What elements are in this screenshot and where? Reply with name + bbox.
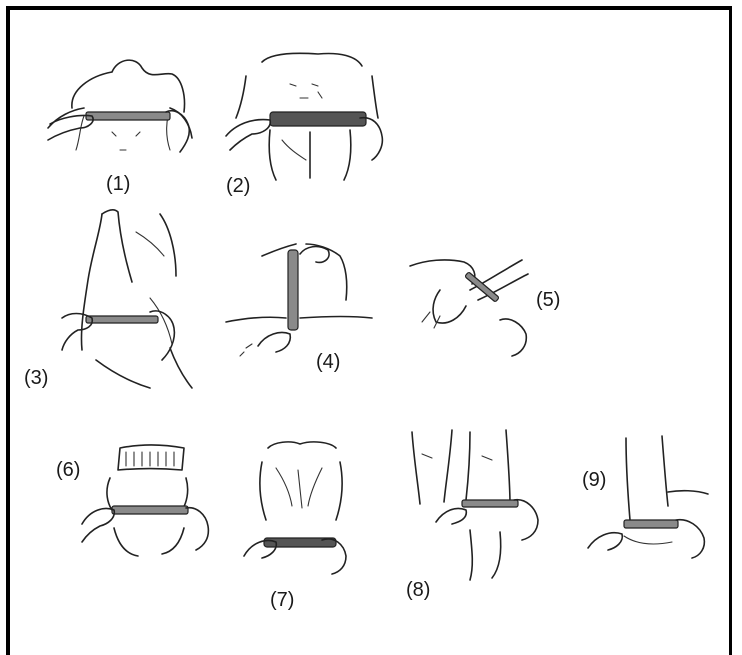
panel-2-label: (2) [226,175,250,197]
panel-3-label: (3) [24,367,48,389]
panel-4-label: (4) [316,351,340,373]
panel-5-label: (5) [536,289,560,311]
panel-8-label: (8) [406,579,430,601]
panel-6-hips [82,445,208,556]
panel-8-knee [412,430,538,580]
panel-7-thigh [244,442,346,574]
panel-3-upper-arm [62,210,192,388]
panel-9-ankle [588,436,708,558]
panel-1-chest [48,60,192,152]
panel-7-label: (7) [270,589,294,611]
panel-2-waist [226,53,382,180]
panel-1-label: (1) [106,173,130,195]
panel-9-label: (9) [582,469,606,491]
panel-5-wrist [410,260,528,356]
panel-4-arm-length [226,244,372,356]
panel-6-label: (6) [56,459,80,481]
